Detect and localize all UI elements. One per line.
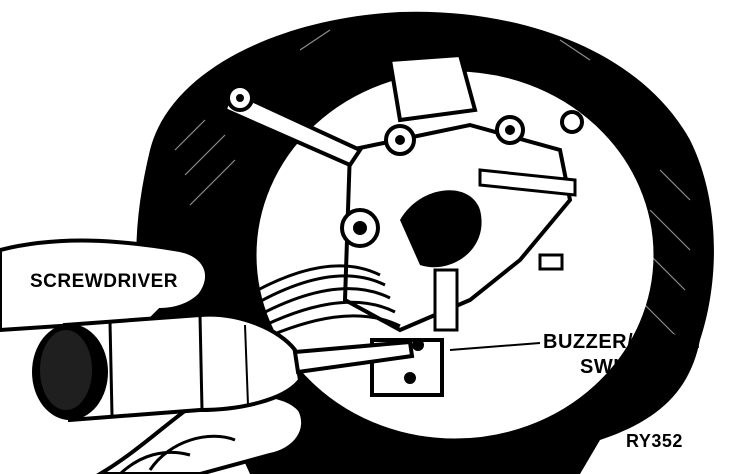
hand [0,238,306,474]
screwdriver [32,312,415,423]
right-bracket [478,168,577,271]
switch-label: SWITCH [580,356,662,378]
turn-signal-lever [222,84,584,168]
housing-hatching [174,29,691,336]
screwdriver-label: SCREWDRIVER [30,271,179,292]
figure-id-label: RY352 [626,431,683,451]
buzzer-chime-label: BUZZER/CHIME [543,331,701,353]
wiring-harness [239,264,401,342]
